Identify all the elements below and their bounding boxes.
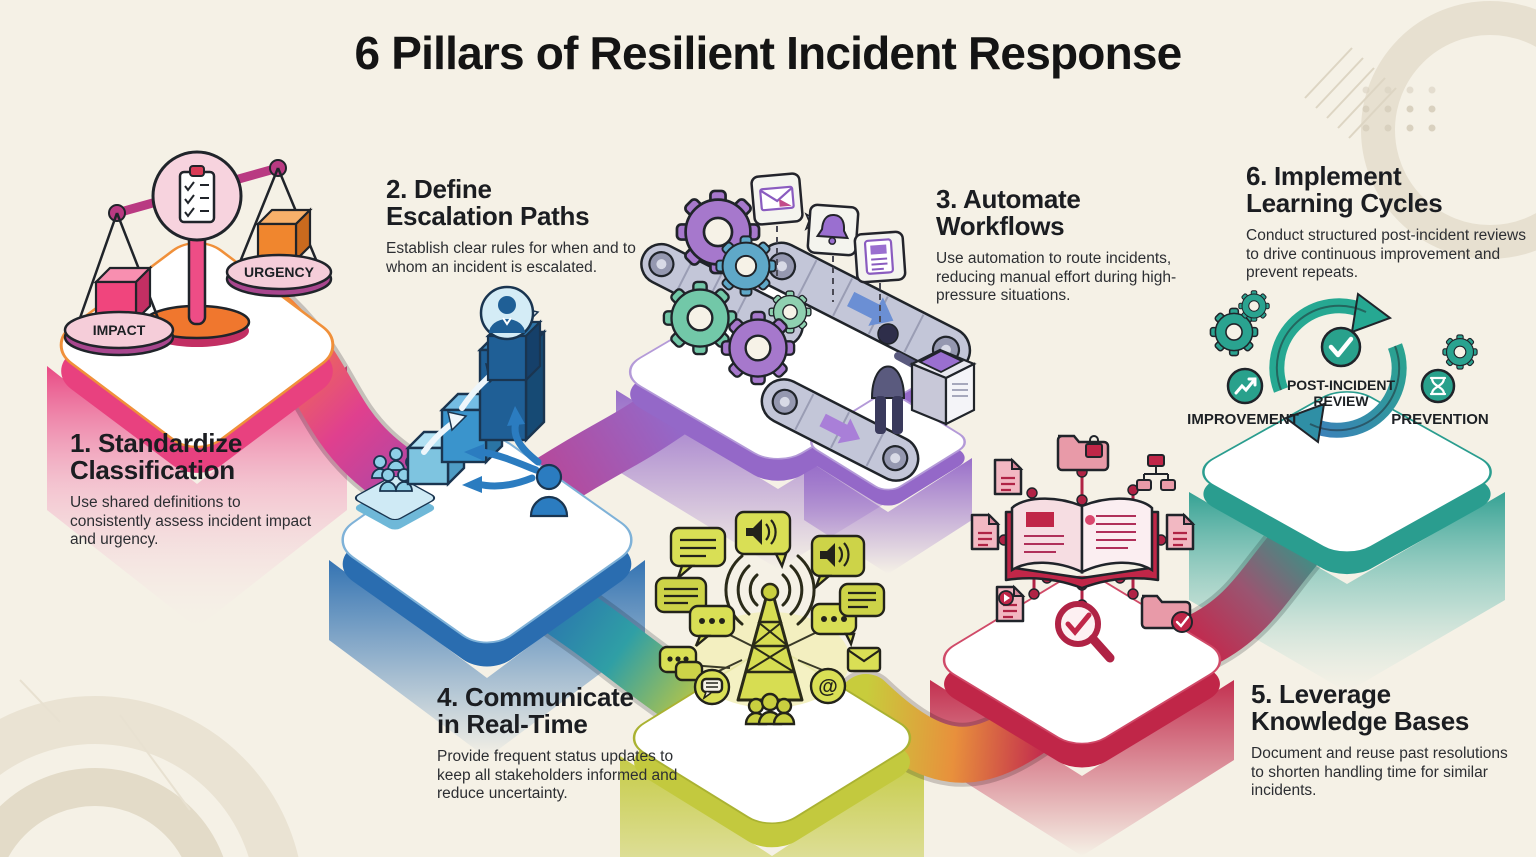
dots-bubble-icon: [810, 602, 858, 648]
workflow-cards: [750, 172, 907, 336]
email-card: [750, 172, 804, 226]
pillar-5-text: 5. Leverage Knowledge Bases Document and…: [1251, 679, 1516, 801]
page-title: 6 Pillars of Resilient Incident Response: [354, 27, 1183, 79]
impact-cube: [93, 265, 153, 323]
gear-icon: [715, 235, 777, 297]
routing-arrowheads: [462, 406, 525, 493]
post-incident-review-label-line2: REVIEW: [1313, 393, 1369, 409]
pillar-2-heading: 2. Define Escalation Paths: [386, 174, 590, 232]
document-icon: [863, 238, 894, 275]
pillar-5-heading: 5. Leverage Knowledge Bases: [1251, 679, 1470, 737]
gear-icon: [1442, 334, 1478, 370]
radio-tower-icon: [724, 554, 816, 702]
tutorial-doc-icon: [995, 585, 1025, 623]
search-check-icon: [1055, 601, 1115, 663]
email-icon: [759, 185, 795, 212]
decor-rings: [0, 679, 299, 857]
text-bubble-icon: [838, 582, 886, 618]
speaker-bubble-icon: [734, 510, 792, 570]
manager-avatar: [479, 285, 543, 383]
console-kiosk: [909, 348, 977, 426]
chat-circle-icon: [693, 668, 731, 706]
pillar-3-heading: 3. Automate Workflows: [936, 184, 1081, 242]
impact-pan: [63, 310, 175, 350]
pillar-4-heading: 4. Communicate in Real-Time: [437, 682, 634, 740]
locked-folder-icon: [1056, 434, 1110, 472]
at-sign-icon: @: [809, 667, 847, 705]
pillar-2-text: 2. Define Escalation Paths Establish cle…: [386, 174, 651, 277]
urgency-label: URGENCY: [244, 264, 315, 280]
pillar-6-description: Conduct structured post-incident reviews…: [1246, 226, 1526, 282]
pillar-5-description: Document and reuse past resolutions to s…: [1251, 744, 1508, 800]
review-check-icon: [1320, 326, 1362, 368]
pillar-4-description: Provide frequent status updates to keep …: [437, 747, 678, 803]
open-book-icon: [1004, 497, 1160, 590]
text-bubble-icon: [669, 526, 727, 582]
knowledge-illustration: [970, 434, 1195, 663]
pillar-6-heading: 6. Implement Learning Cycles: [1246, 161, 1443, 219]
gear-icon: [1238, 290, 1270, 322]
prevention-label: PREVENTION: [1391, 411, 1489, 428]
pillar-1-description: Use shared definitions to consistently a…: [70, 493, 312, 549]
ticket-card: [853, 230, 907, 284]
bell-icon: [815, 214, 850, 245]
improvement-icon: [1226, 367, 1264, 405]
cycle-arrows-icon: [1269, 292, 1407, 444]
communication-illustration: @: [654, 510, 886, 726]
record-doc-icon: [970, 513, 1000, 551]
dots-bubble-icon: [688, 604, 736, 647]
ribbon-3-to-2: [524, 384, 696, 510]
signal-waves-icon: [724, 554, 816, 626]
prevention-icon: [1420, 368, 1456, 404]
learning-cycle-illustration: POST-INCIDENT REVIEW IMPROVEMENT PREVENT…: [1187, 290, 1489, 444]
envelope-icon: [846, 646, 882, 673]
decor-circle: [1361, 1, 1536, 259]
org-chart-icon: [1136, 454, 1176, 491]
gear-icon: [720, 310, 796, 386]
pillar-1-text: 1. Standardize Classification Use shared…: [70, 428, 325, 550]
improvement-label: IMPROVEMENT: [1187, 411, 1299, 428]
escalation-illustration: [354, 285, 569, 530]
dots-bubble-icon: [658, 645, 704, 682]
speech-bubbles: @: [654, 510, 886, 726]
speaker-bubble-icon: [810, 534, 866, 591]
impact-label: IMPACT: [93, 322, 146, 338]
decor-dot-grid: [1362, 86, 1436, 132]
note-doc-icon: [993, 458, 1023, 496]
urgency-cube: [255, 207, 313, 263]
pillar-6-text: 6. Implement Learning Cycles Conduct str…: [1246, 161, 1531, 283]
platform-6: [1202, 391, 1492, 575]
balance-scale-illustration: IMPACT URGENCY: [63, 150, 333, 357]
urgency-pan: [225, 253, 333, 291]
svg-text:@: @: [818, 676, 838, 698]
post-incident-review-label-line1: POST-INCIDENT: [1287, 377, 1396, 393]
audience-group-icon: [744, 692, 796, 726]
automation-illustration: [640, 172, 977, 482]
routing-arrows-icon: [474, 418, 542, 490]
decor-hatch-lines: [1304, 47, 1397, 139]
pillar-3-description: Use automation to route incidents, reduc…: [936, 249, 1177, 305]
responder-figure: [529, 463, 569, 518]
pillar-1-heading: 1. Standardize Classification: [70, 428, 243, 486]
alert-card: [806, 203, 860, 257]
team-group: [354, 447, 436, 530]
pillar-4-text: 4. Communicate in Real-Time Provide freq…: [437, 682, 687, 804]
verified-folder-icon: [1140, 594, 1193, 633]
pillar-3-text: 3. Automate Workflows Use automation to …: [936, 184, 1231, 306]
record-doc-icon: [1165, 513, 1195, 551]
pillar-2-description: Establish clear rules for when and to wh…: [386, 239, 636, 276]
